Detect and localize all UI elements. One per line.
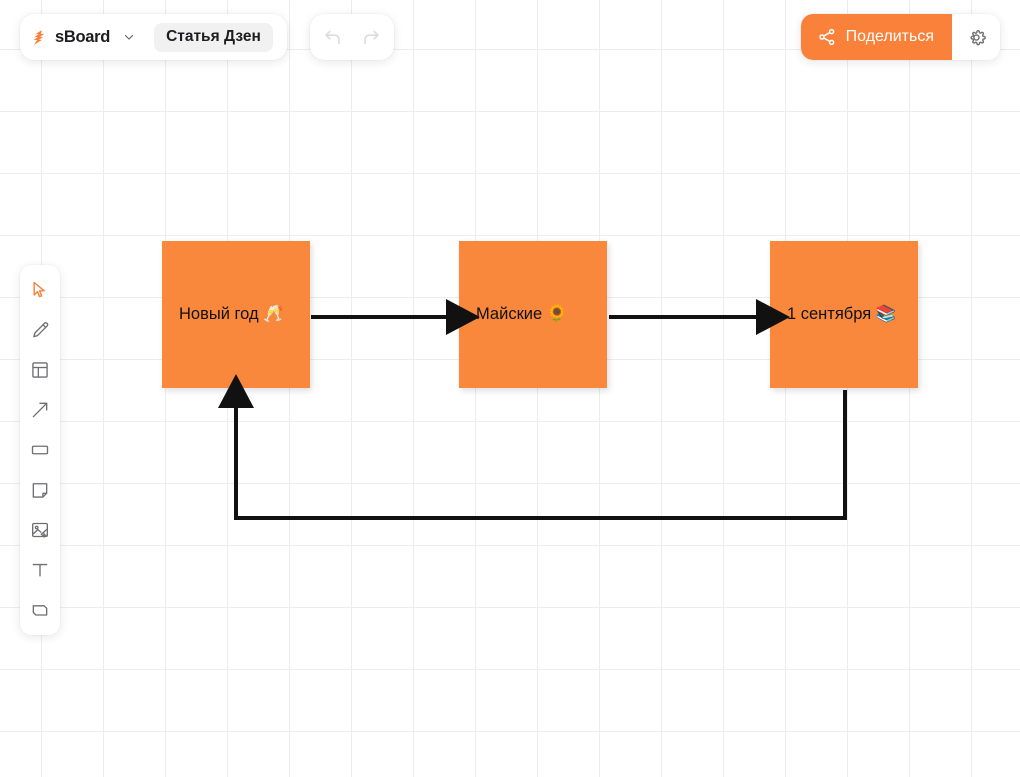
tool-image[interactable] <box>20 510 60 550</box>
tool-text[interactable] <box>20 550 60 590</box>
tool-shape[interactable] <box>20 590 60 630</box>
top-bar: sBoard Статья Дзен <box>0 0 1020 74</box>
tool-frame[interactable] <box>20 350 60 390</box>
chevron-down-icon[interactable] <box>122 30 136 44</box>
card-label: Майские 🌻 <box>476 305 568 324</box>
undo-arrow-icon <box>325 30 340 45</box>
tool-pen[interactable] <box>20 310 60 350</box>
tool-sticky-note[interactable] <box>20 470 60 510</box>
pen-icon <box>33 322 49 338</box>
tool-arrow[interactable] <box>20 390 60 430</box>
text-t-icon <box>32 563 48 577</box>
sboard-lightning-logo <box>33 29 45 45</box>
undo-button[interactable] <box>316 20 350 54</box>
rectangle-icon <box>31 445 49 455</box>
share-nodes-icon <box>818 28 834 46</box>
connector-september-to-new-year[interactable] <box>218 374 847 520</box>
share-settings-panel: Поделиться <box>800 14 1000 60</box>
redo-button[interactable] <box>354 20 388 54</box>
tool-select[interactable] <box>20 270 60 310</box>
brand-and-title-panel: sBoard Статья Дзен <box>20 14 287 60</box>
image-plus-icon <box>32 522 49 538</box>
arrow-icon <box>32 402 48 418</box>
brand-logo-button[interactable]: sBoard <box>32 28 110 47</box>
tool-rectangle[interactable] <box>20 430 60 470</box>
document-title[interactable]: Статья Дзен <box>154 22 273 52</box>
sticky-note-icon <box>32 483 48 498</box>
board-card-september-first[interactable]: 1 сентября 📚 <box>770 241 918 388</box>
card-label: Новый год 🥂 <box>179 305 284 324</box>
board-card-new-year[interactable]: Новый год 🥂 <box>162 241 310 388</box>
tools-toolbar <box>20 265 60 635</box>
cursor-arrow-icon <box>33 281 45 298</box>
share-button-label: Поделиться <box>845 28 934 45</box>
share-button[interactable]: Поделиться <box>800 14 952 60</box>
frame-icon <box>32 362 48 378</box>
settings-button[interactable] <box>952 14 1000 60</box>
redo-arrow-icon <box>364 30 379 45</box>
shape-icon <box>32 605 48 616</box>
brand-name: sBoard <box>55 27 111 46</box>
history-panel <box>310 14 394 60</box>
card-label: 1 сентября 📚 <box>787 305 897 324</box>
gear-icon <box>969 29 986 45</box>
board-card-may-holidays[interactable]: Майские 🌻 <box>459 241 607 388</box>
